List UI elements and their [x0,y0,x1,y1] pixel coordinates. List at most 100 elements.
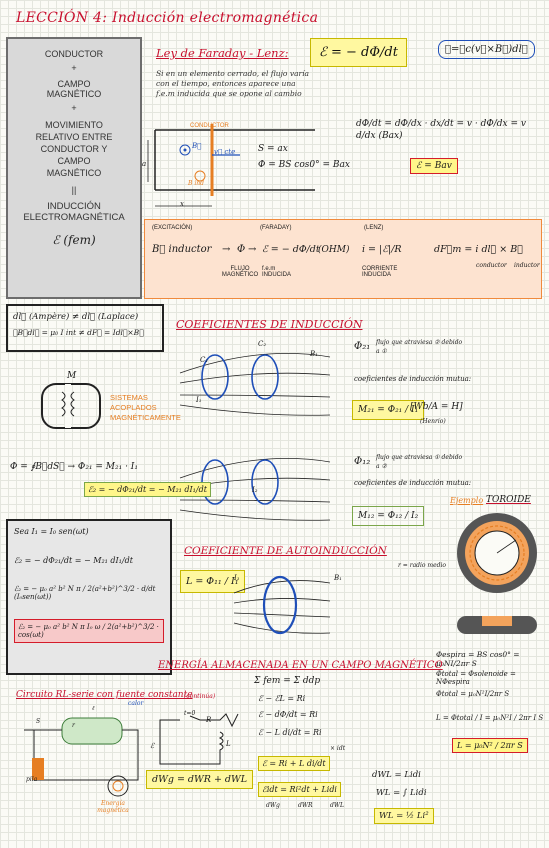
length-x-label: x [180,200,184,208]
height-a-label: a [142,160,147,168]
sublabel-fem: f.e.m INDUCIDA [262,266,292,278]
current-i2-label: I₂ [252,486,258,494]
autoinduccion-title: COEFICIENTE DE AUTOINDUCCIÓN [184,545,387,557]
phi12-description: flujo que atraviesa ① debido a ② [376,454,463,470]
tag-faraday: (FARADAY) [260,225,292,231]
tag-lenz: (LENZ) [364,225,384,231]
rl-schematic [159,713,239,765]
coupled-emf-eq: ℰ₂ = − dΦ₂₁/dt = − M₂₁ dI₁/dt [84,482,211,497]
coil-c1-label: C₁ [200,356,209,364]
energy-under-dwg: dWg [266,802,280,809]
panel-line-conductor: CONDUCTOR [44,49,104,59]
toroid-flux-total-2: Φtotal = μ₀N²I/2πr S [436,690,510,698]
energy-eq-2: ℰ − ℰL = Ri [258,694,306,703]
rl-heat-label: calor [128,700,144,707]
panel-line-plus-1: + [71,63,77,73]
coil-c2-label: C₂ [258,340,267,348]
rl-l-label: L [226,740,231,748]
self-induction-diagram [233,575,331,635]
area-equation: S = ax [258,144,288,154]
conductor-label: CONDUCTOR [190,123,229,129]
rl-battery-label: pila [26,776,38,783]
induced-field-label: B ind [188,180,204,187]
sublabel-conductor: conductor [476,262,507,269]
rl-physical-circuit [24,717,139,797]
phi12-symbol: Φ₁₂ [354,456,371,467]
mutual-induction-diagram-1 [179,353,331,416]
coupled-flux-eq: Φ = ∮B⃗dS⃗ → Φ₂₁ = M₂₁ · I₁ [10,462,138,472]
page-title: LECCIÓN 4: Inducción electromagnética [16,10,319,26]
panel-line-plus-2: + [71,103,77,113]
energy-w2: WL = ∫ Lidi [376,788,427,798]
panel-line-fem: ℰ (fem) [52,233,96,247]
self-b1-label: B₁ [334,574,342,582]
chain-emf: ℰ = − dΦ/dt [262,244,320,255]
henrio-label: (Henrio) [420,418,446,425]
energia-title: ENERGÍA ALMACENADA EN UN CAMPO MAGNÉTICO [158,660,443,671]
energy-w3: WL = ½ Li² [374,808,434,824]
chain-phi: Φ [237,244,246,255]
m12-formula: M₁₂ = Φ₁₂ / I₂ [352,506,425,526]
induction-chain-box [144,219,542,299]
toroid-l-result: L = μ₀N² / 2πr S [452,738,528,753]
ampere-laplace-box: dl⃗ (Ampère) ≠ dl⃗ (Laplace) ∮B⃗dl⃗ = μ₀… [6,304,164,352]
tag-excitacion: (EXCITACIÓN) [152,225,193,231]
emf-result: ℰ = Bav [410,158,458,174]
mutual-coef-text-1: coeficientes de inducción mutua: [354,375,472,383]
coeficientes-title: COEFICIENTES DE INDUCCIÓN [176,318,363,331]
chain-arrow-2: → [248,244,257,255]
coupled-m-label: M [67,371,77,381]
toroid-flux-total-1: Φtotal = Φsolenoide = NΦespira [436,670,516,686]
rl-switch-label: S [36,718,41,725]
chain-current: i = |ℰ|/R [362,244,402,255]
toroid-diagram [457,513,537,634]
mean-radius-label: r = radio medio [398,562,447,569]
sine-given: Sea I₁ = I₀ sen(ωt) [14,527,89,536]
sine-eq-1: ℰ₂ = − dΦ₂₁/dt = − M₂₁ dI₁/dt [14,556,133,565]
energy-eq-1: Σ fem = Σ ddp [254,676,321,686]
current-i1-label: I₁ [196,396,202,404]
faraday-description: Si en un elemento cerrado, el flujo varí… [156,69,309,98]
rl-energy-label: Energía magnética [97,800,129,814]
energy-w1: dWL = Lidi [372,770,421,780]
sublabel-flujo: FLUJO MAGNÉTICO [221,266,259,278]
flux-equation: Φ = BS cos0° = Bax [258,160,350,170]
rl-energy-balance: dWg = dWR + dWL [146,770,254,789]
toroid-l-derivation: L = Φtotal / I = μ₀N²I / 2πr I S [436,714,544,722]
rl-length-label: ℓ [92,705,95,712]
sine-eq-2: ℰ₂ = − μ₀ a² b² N π / 2(a²+b²)^3/2 · d/d… [14,585,156,601]
panel-line-movimiento: MOVIMIENTO RELATIVO ENTRE CONDUCTOR Y CA… [35,120,113,178]
units-label: [Wb/A = H] [410,402,463,412]
faraday-title: Ley de Faraday - Lenz: [156,46,289,60]
rl-emf-label: ℰ [150,742,155,750]
toroide-title: TOROIDE [486,495,531,505]
self-inductance-formula: L = Φ₁₁ / I₁ [180,570,245,593]
ampere-line-2: ∮B⃗dl⃗ = μ₀ I int ≠ dF⃗ = Idl⃗×B⃗ [13,328,144,337]
chain-arrow-1: → [222,244,231,255]
self-i1-label: I₁ [234,574,240,582]
rl-small-r-label: r [72,722,75,729]
phi21-symbol: Φ₂₁ [354,341,371,352]
mutual-coef-text-2: coeficientes de inducción mutua: [354,479,472,487]
energy-under-dwr: dWR [298,802,313,809]
energy-eq-3: ℰ − dΦ/dt = Ri [258,710,318,719]
toroide-example-label: Ejemplo [450,496,484,505]
energy-multiply-note: × idt [330,745,346,752]
panel-line-campo: CAMPO MAGNÉTICO [46,79,102,99]
emf-derivation: dΦ/dt = dΦ/dx · dx/dt = v · dΦ/dx = v d/… [356,119,526,141]
coupled-systems-label: SISTEMAS ACOPLADOS MAGNÉTICAMENTE [110,393,181,422]
rl-r-label: R [206,716,212,724]
m21-formula: M₂₁ = Φ₂₁ / I₁ [352,400,425,420]
rl-title: Circuito RL-serie con fuente constante [16,690,193,700]
phi21-description: flujo que atraviesa ② debido a ① [376,339,463,355]
panel-line-induccion: INDUCCIÓN ELECTROMAGNÉTICA [23,201,125,223]
velocity-label: v⃗ cte [214,148,236,156]
faraday-formula: ℰ = − dΦ/dt [310,38,407,67]
sublabel-inductor: inductor [514,262,540,269]
chain-ohm: (OHM) [318,245,350,255]
chain-force: dF⃗m = i dl⃗ × B⃗ [434,244,523,255]
energy-eq-6: ℰidt = Ri²dt + Lidi [258,782,341,797]
rl-t0-label: t=0 [184,710,196,717]
toroid-flux-espira: Φespira = BS cos0° = μ₀NI/2πr S [436,650,520,668]
energy-eq-5: ℰ = Ri + L di/dt [258,756,330,771]
